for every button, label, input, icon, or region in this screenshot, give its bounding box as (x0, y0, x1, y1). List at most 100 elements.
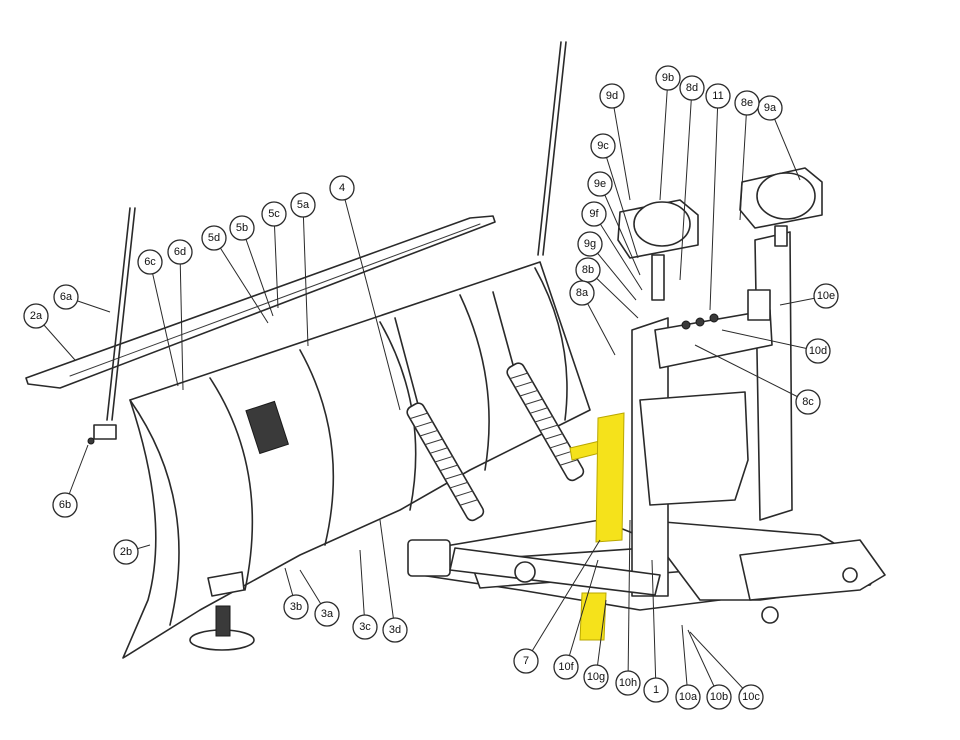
callout-text: 9c (597, 140, 609, 152)
callout-3b: 3b (283, 594, 309, 620)
callout-text: 8e (741, 97, 753, 109)
callout-text: 5c (268, 208, 280, 220)
callout-5c: 5c (261, 201, 287, 227)
callout-circle (23, 303, 49, 329)
callout-circle (615, 670, 641, 696)
callout-text: 6d (174, 246, 186, 258)
callout-text: 10f (558, 661, 574, 673)
callout-circle (679, 75, 705, 101)
callout-circle (314, 601, 340, 627)
callout-text: 9a (764, 102, 777, 114)
callout-5d: 5d (201, 225, 227, 251)
callout-6b: 6b (52, 492, 78, 518)
callout-text: 9g (584, 238, 596, 250)
callout-text: 6b (59, 499, 71, 511)
callout-4: 4 (329, 175, 355, 201)
callout-text: 10h (619, 677, 637, 689)
callout-text: 9e (594, 178, 606, 190)
callout-7: 7 (513, 648, 539, 674)
plow-shoe (189, 571, 255, 651)
callout-circle (590, 133, 616, 159)
callout-text: 10a (679, 691, 698, 703)
callout-circle (513, 648, 539, 674)
callout-circle (137, 249, 163, 275)
callout-5a: 5a (290, 192, 316, 218)
callout-circle (599, 83, 625, 109)
callout-circle (738, 684, 764, 710)
callout-text: 10d (809, 345, 827, 357)
callout-5b: 5b (229, 215, 255, 241)
callout-8d: 8d (679, 75, 705, 101)
right-headlight (739, 167, 823, 247)
callout-2b: 2b (113, 539, 139, 565)
callout-text: 6a (60, 291, 73, 303)
callout-3d: 3d (382, 617, 408, 643)
callout-3c: 3c (352, 614, 378, 640)
callout-10f: 10f (553, 654, 579, 680)
callout-8e: 8e (734, 90, 760, 116)
callout-10h: 10h (615, 670, 641, 696)
callout-9a: 9a (757, 95, 783, 121)
right-blade-guide-rod (537, 41, 567, 256)
callout-text: 5a (297, 199, 310, 211)
left-headlight (617, 199, 699, 301)
callout-circle (795, 389, 821, 415)
callout-text: 10b (710, 691, 728, 703)
callout-text: 2b (120, 546, 132, 558)
callout-6a: 6a (53, 284, 79, 310)
callout-9g: 9g (577, 231, 603, 257)
callout-text: 9f (589, 208, 599, 220)
callout-circle (805, 338, 831, 364)
callout-circle (52, 492, 78, 518)
callout-circle (569, 280, 595, 306)
callout-circle (201, 225, 227, 251)
callout-8b: 8b (575, 257, 601, 283)
callout-text: 1 (653, 684, 659, 696)
callout-text: 8a (576, 287, 589, 299)
callout-11: 11 (705, 83, 731, 109)
callout-text: 3b (290, 601, 302, 613)
callout-circle (553, 654, 579, 680)
callout-8c: 8c (795, 389, 821, 415)
callout-text: 9d (606, 90, 618, 102)
callout-circle (813, 283, 839, 309)
callout-circle (53, 284, 79, 310)
callout-circle (675, 684, 701, 710)
callout-10e: 10e (813, 283, 839, 309)
callout-10g: 10g (583, 664, 609, 690)
callout-text: 6c (144, 256, 156, 268)
callout-circle (283, 594, 309, 620)
plow-moldboard (122, 261, 591, 659)
callout-text: 5b (236, 222, 248, 234)
callout-text: 3a (321, 608, 334, 620)
callout-10d: 10d (805, 338, 831, 364)
callout-6c: 6c (137, 249, 163, 275)
callout-circle (290, 192, 316, 218)
callout-circle (229, 215, 255, 241)
callout-text: 3c (359, 621, 371, 633)
callout-text: 7 (523, 655, 529, 667)
callout-text: 10g (587, 671, 605, 683)
callout-text: 2a (30, 310, 43, 322)
callout-text: 8d (686, 82, 698, 94)
callout-circle (734, 90, 760, 116)
callout-circle (261, 201, 287, 227)
callout-circle (706, 684, 732, 710)
callout-9e: 9e (587, 171, 613, 197)
callout-text: 9b (662, 72, 674, 84)
callout-text: 8c (802, 396, 814, 408)
callout-circle (587, 171, 613, 197)
callout-9b: 9b (655, 65, 681, 91)
callout-9f: 9f (581, 201, 607, 227)
callout-text: 3d (389, 624, 401, 636)
callout-text: 10e (817, 290, 835, 302)
callout-labels: 2a 6a 6b 6c 6d 5d 5b 5c 5a 4 2b 3b 3a 3c 3d 7 10f 10g 10h 1… (23, 65, 839, 710)
highlighted-lift-cylinder (569, 412, 625, 641)
callout-9d: 9d (599, 83, 625, 109)
callout-circle (643, 677, 669, 703)
callout-9c: 9c (590, 133, 616, 159)
callout-1: 1 (643, 677, 669, 703)
callout-10a: 10a (675, 684, 701, 710)
callout-circle (113, 539, 139, 565)
